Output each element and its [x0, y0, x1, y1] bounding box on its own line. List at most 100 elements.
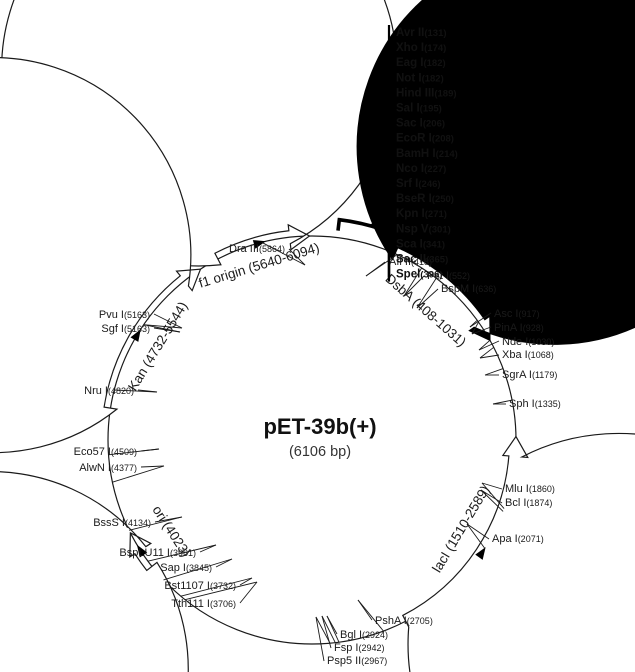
mcs-enzyme-name: Sal I	[396, 103, 420, 115]
restriction-site-label: Nde I(1030)	[502, 336, 554, 348]
site-position: (2967)	[361, 656, 387, 666]
mcs-enzyme-position: (174)	[424, 43, 446, 54]
site-leader-hook	[357, 599, 373, 621]
mcs-enzyme-name: BamH I	[396, 148, 436, 160]
mcs-list-item: Hind III(189)	[396, 87, 457, 99]
site-enzyme-name: Bst1107 I	[164, 580, 210, 592]
site-leader-hook	[416, 288, 439, 309]
site-position: (1335)	[535, 399, 561, 409]
direction-arrow-laci	[475, 547, 486, 560]
feature-arc-dsba	[356, 0, 635, 345]
site-leader-line	[481, 482, 505, 509]
site-position: (2924)	[362, 630, 388, 640]
site-leader-hook	[153, 313, 183, 329]
site-position: (2071)	[518, 534, 544, 544]
site-leader-hook	[154, 516, 183, 523]
site-position: (5163)	[124, 310, 150, 320]
site-enzyme-name: Xba I	[502, 349, 528, 361]
mcs-list-item: Eag I(182)	[396, 57, 446, 69]
site-enzyme-name: Sgf I	[101, 323, 124, 335]
restriction-site-label: Fsp I(2942)	[334, 642, 384, 654]
site-position: (1068)	[528, 350, 554, 360]
direction-arrow-kan	[130, 329, 141, 342]
feature-labels-layer: f1 origin (5640-6094)Kan (4732-5544)ori …	[125, 240, 493, 575]
mcs-enzyme-position: (182)	[423, 58, 445, 69]
site-position: (1030)	[528, 337, 554, 347]
site-leader-line	[416, 277, 437, 309]
mcs-enzyme-position: (214)	[436, 149, 458, 160]
mcs-bracket-layer	[336, 206, 405, 248]
site-position: (3961)	[170, 548, 196, 558]
site-enzyme-name: Nde I	[502, 336, 528, 348]
site-position: (3732)	[210, 581, 236, 591]
site-leader-line	[357, 599, 384, 632]
mcs-list-item: Sac I(206)	[396, 118, 445, 130]
site-leader-line	[321, 615, 336, 643]
mcs-enzyme-position: (396)	[420, 270, 442, 281]
site-enzyme-name: Eco57 I	[74, 446, 111, 458]
site-leader-hook	[239, 577, 253, 586]
mcs-enzyme-position: (250)	[432, 194, 454, 205]
site-enzyme-name: Bgl I	[340, 629, 362, 641]
site-leader-line	[479, 346, 494, 359]
mcs-enzyme-name: Hind III	[396, 87, 434, 99]
site-leader-line	[143, 324, 183, 329]
site-position: (4509)	[111, 447, 137, 457]
mcs-enzyme-position: (365)	[426, 255, 448, 266]
mcs-enzyme-position: (208)	[432, 134, 454, 145]
site-leader-line	[478, 339, 491, 351]
feature-arc-kan	[0, 57, 202, 454]
site-position: (917)	[518, 309, 539, 319]
mcs-enzyme-name: Eag I	[396, 57, 423, 69]
mcs-enzyme-position: (182)	[422, 73, 444, 84]
site-position: (1179)	[532, 370, 557, 380]
mcs-enzyme-name: Avr II	[396, 27, 424, 39]
feature-arc-laci	[401, 432, 635, 672]
restriction-site-label: Sph I(1335)	[509, 398, 561, 410]
restriction-site-label: Apa I(2071)	[492, 533, 544, 545]
site-position: (5163)	[124, 324, 150, 334]
site-leader-line	[261, 241, 306, 266]
restriction-site-label: BssS I(4134)	[93, 517, 151, 529]
site-position: (2705)	[407, 616, 433, 626]
site-leader-hook	[466, 523, 490, 540]
site-enzyme-name: Nru I	[84, 385, 108, 397]
site-leader-hook	[403, 275, 425, 297]
mcs-bracket	[336, 217, 405, 248]
mcs-list-item: Srf I(246)	[396, 178, 441, 190]
site-leader-hook	[239, 581, 258, 604]
restriction-site-label: Dra III(5864)	[229, 243, 285, 255]
plasmid-size: (6106 bp)	[289, 444, 351, 460]
mcs-enzyme-position: (246)	[418, 179, 440, 190]
restriction-site-label: SgrA I(1179)	[502, 369, 557, 381]
site-leader-hook	[469, 312, 492, 328]
restriction-site-label: Asc I(917)	[494, 308, 539, 320]
site-enzyme-name: BssS I	[93, 517, 125, 529]
restriction-site-label: Bst1107 I(3732)	[164, 580, 236, 592]
restriction-site-label: Xba I(1068)	[502, 349, 554, 361]
restriction-sites-layer: Afl II(418)Pst I(552)BspM I(636)Asc I(91…	[74, 241, 561, 667]
restriction-site-label: BspLU11 I(3961)	[119, 547, 196, 559]
site-position: (5864)	[259, 244, 285, 254]
site-leader-line	[112, 465, 165, 483]
restriction-site-label: Afl II(418)	[389, 256, 432, 268]
site-enzyme-name: Fsp I	[334, 642, 358, 654]
site-leader-line	[180, 577, 253, 597]
site-leader-line	[471, 321, 479, 335]
restriction-site-label: Sgf I(5163)	[101, 323, 150, 335]
mcs-enzyme-name: Sac I	[396, 118, 423, 130]
mcs-list-item: Spel(396)	[396, 269, 442, 281]
feature-arc-ori	[0, 471, 189, 672]
site-leader-hook	[153, 327, 181, 333]
site-enzyme-name: BspM I	[441, 283, 475, 295]
restriction-site-label: Bgl I(2924)	[340, 629, 388, 641]
plasmid-name: pET-39b(+)	[263, 414, 376, 439]
site-leader-line	[466, 523, 486, 549]
mcs-leader-line	[370, 206, 390, 227]
restriction-site-label: Pvu I(5163)	[99, 309, 150, 321]
restriction-site-label: Pst I(552)	[427, 270, 470, 282]
mcs-enzyme-name: EcoR I	[396, 133, 432, 145]
